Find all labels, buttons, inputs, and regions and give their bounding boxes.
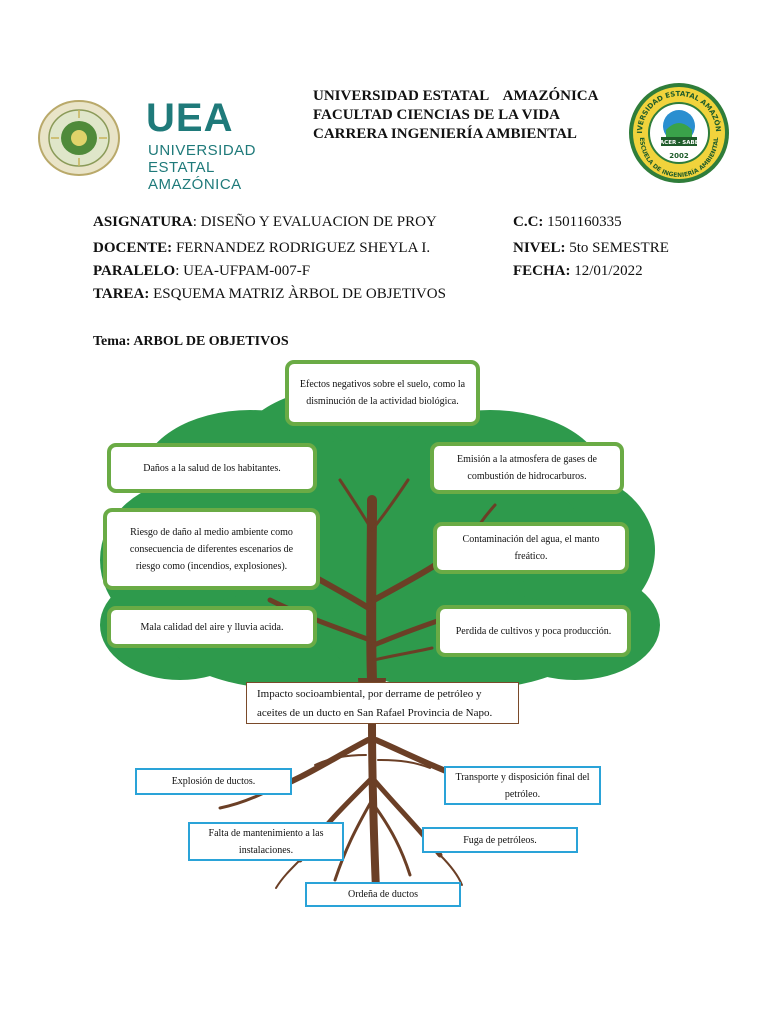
header-faculty: FACULTAD CIENCIAS DE LA VIDA [313, 107, 560, 123]
paralelo-value: : UEA-UFPAM-007-F [175, 263, 311, 279]
uea-logo: UEA UNIVERSIDAD ESTATAL AMAZÓNICA [128, 86, 300, 193]
cc-label: C.C: [513, 214, 544, 230]
svg-text:HACER - SABER: HACER - SABER [655, 140, 703, 146]
seal-right-icon: UNIVERSIDAD ESTATAL AMAZÓNICA ESCUELA DE… [623, 76, 729, 183]
header-career: CARRERA INGENIERÍA AMBIENTAL [313, 126, 577, 142]
seal-left-icon [38, 100, 120, 176]
asignatura-value: : DISEÑO Y EVALUACION DE PROY [192, 214, 437, 230]
university-seal-left [38, 100, 120, 176]
tree-roots [218, 716, 517, 894]
tarea-value: ESQUEMA MATRIZ ÀRBOL DE OBJETIVOS [149, 286, 446, 302]
cause-1: Explosión de ductos. [135, 768, 292, 795]
fecha-value: 12/01/2022 [570, 263, 643, 279]
tarea-label: TAREA: [93, 286, 150, 302]
university-seal-right: UNIVERSIDAD ESTATAL AMAZÓNICA ESCUELA DE… [623, 76, 732, 184]
effect-right-2: Contaminación del agua, el manto freátic… [433, 522, 629, 574]
svg-text:2002: 2002 [669, 152, 689, 160]
cause-3: Falta de mantenimiento a las instalacion… [188, 822, 344, 861]
docente-value: FERNANDEZ RODRIGUEZ SHEYLA I. [172, 240, 431, 256]
logo-sub-2: ESTATAL AMAZÓNICA [148, 159, 242, 193]
asignatura-line: ASIGNATURA: DISEÑO Y EVALUACION DE PROY [93, 214, 437, 231]
fecha-line: FECHA: 12/01/2022 [513, 263, 643, 280]
effect-left-3: Mala calidad del aire y lluvia acida. [107, 606, 317, 648]
cc-line: C.C: 1501160335 [513, 214, 622, 231]
paralelo-line: PARALELO: UEA-UFPAM-007-F [93, 263, 310, 280]
tema-title: Tema: ARBOL DE OBJETIVOS [93, 334, 289, 349]
cause-4: Fuga de petróleos. [422, 827, 578, 853]
paralelo-label: PARALELO [93, 263, 176, 279]
docente-line: DOCENTE: FERNANDEZ RODRIGUEZ SHEYLA I. [93, 240, 430, 257]
effect-right-1: Emisión a la atmosfera de gases de combu… [430, 442, 624, 494]
cause-5: Ordeña de ductos [305, 882, 461, 907]
header-university: UNIVERSIDAD ESTATAL AMAZÓNICA [313, 88, 599, 104]
effect-top: Efectos negativos sobre el suelo, como l… [285, 360, 480, 426]
logo-text: UEA [146, 96, 234, 140]
cause-2: Transporte y disposición final del petró… [444, 766, 601, 805]
docente-label: DOCENTE: [93, 240, 173, 256]
nivel-label: NIVEL: [513, 240, 566, 256]
effect-left-2: Riesgo de daño al medio ambiente como co… [103, 508, 320, 590]
cc-value: 1501160335 [543, 214, 622, 230]
effect-right-3: Perdida de cultivos y poca producción. [436, 605, 631, 657]
fecha-label: FECHA: [513, 263, 571, 279]
nivel-value: 5to SEMESTRE [565, 240, 669, 256]
logo-sub-1: UNIVERSIDAD [148, 142, 257, 159]
tarea-line: TAREA: ESQUEMA MATRIZ ÀRBOL DE OBJETIVOS [93, 286, 446, 303]
central-problem: Impacto socioambiental, por derrame de p… [246, 682, 519, 724]
effect-left-1: Daños a la salud de los habitantes. [107, 443, 317, 493]
asignatura-label: ASIGNATURA [93, 214, 193, 230]
nivel-line: NIVEL: 5to SEMESTRE [513, 240, 669, 257]
